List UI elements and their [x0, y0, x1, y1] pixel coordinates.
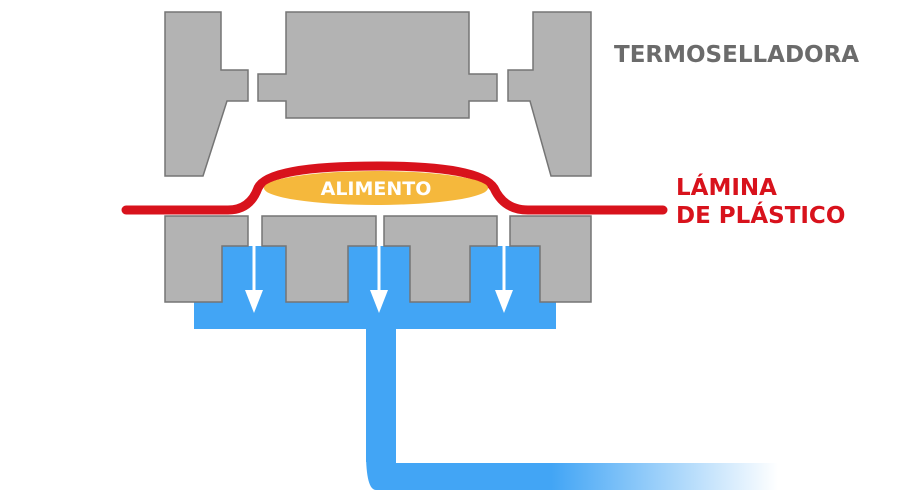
vacuum-pipe-vertical [366, 325, 396, 462]
upper-die [164, 11, 592, 177]
food-item [264, 171, 488, 205]
upper-die-right [507, 11, 592, 177]
upper-die-left [164, 11, 249, 177]
vacuum-channels [194, 246, 778, 490]
lower-die [164, 215, 592, 303]
arrow-down-icon [495, 221, 513, 313]
vacuum-pipe-horizontal [366, 452, 778, 490]
lower-die-left [164, 215, 249, 303]
plastic-sheet [121, 161, 668, 215]
upper-die-center [257, 11, 498, 119]
arrow-down-icon [245, 221, 263, 313]
lower-die-mid-left [261, 215, 377, 303]
sheet-label-line1: LÁMINA [676, 173, 777, 201]
machine-label: TERMOSELLADORA [614, 42, 859, 68]
arrow-down-icon [370, 221, 388, 313]
vacuum-arrows [245, 221, 513, 313]
sheet-label-line2: DE PLÁSTICO [676, 201, 845, 229]
food-label: ALIMENTO [321, 178, 432, 200]
lower-die-right [509, 215, 592, 303]
lower-die-mid-right [383, 215, 498, 303]
